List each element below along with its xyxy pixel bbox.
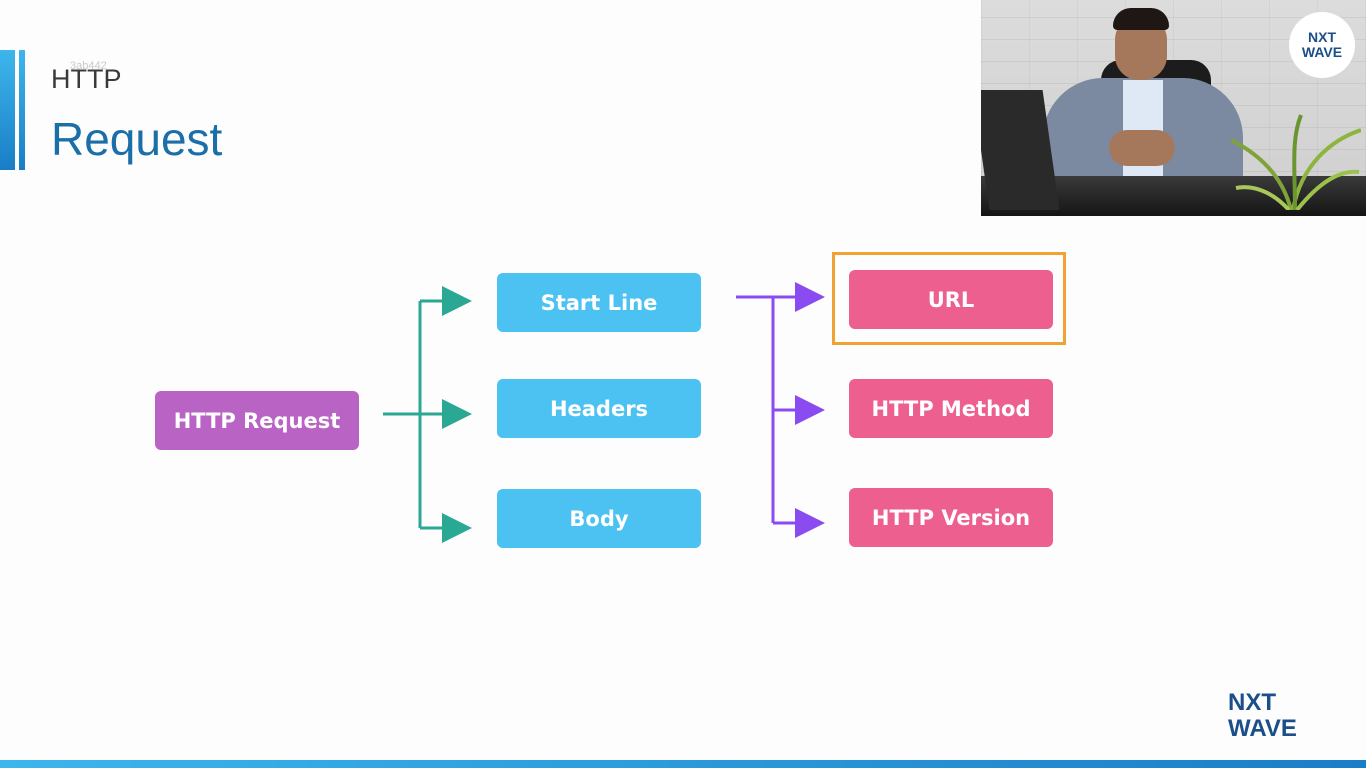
teal-connector: [383, 286, 472, 543]
plant: [1231, 114, 1361, 210]
presenter-hands: [1109, 130, 1175, 166]
presenter-video: NXT WAVE: [981, 0, 1366, 216]
node-headers: Headers: [497, 379, 701, 438]
node-start-line: Start Line: [497, 273, 701, 332]
presenter-hair: [1113, 8, 1169, 30]
video-logo-line1: NXT: [1308, 29, 1336, 45]
node-http-method: HTTP Method: [849, 379, 1053, 438]
brand-logo-line1: NXT: [1228, 689, 1276, 716]
node-body: Body: [497, 489, 701, 548]
slide-subtitle: HTTP: [51, 64, 122, 94]
slide-title: Request: [51, 113, 223, 165]
nxtwave-logo-icon: NXT WAVE: [1228, 690, 1297, 742]
watermark: 3ab442: [70, 60, 107, 72]
purple-connector: [736, 282, 825, 538]
accent-bar-thin: [19, 50, 25, 170]
node-http-request: HTTP Request: [155, 391, 359, 450]
accent-bar: [0, 50, 15, 170]
node-url: URL: [849, 270, 1053, 329]
brand-logo-line2: WAVE: [1228, 715, 1297, 742]
node-http-version: HTTP Version: [849, 488, 1053, 547]
video-logo-line2: WAVE: [1301, 44, 1343, 60]
nxtwave-logo-icon: NXT WAVE: [1289, 12, 1355, 78]
highlight-box: [832, 252, 1066, 345]
bottom-accent-bar: [0, 760, 1366, 768]
